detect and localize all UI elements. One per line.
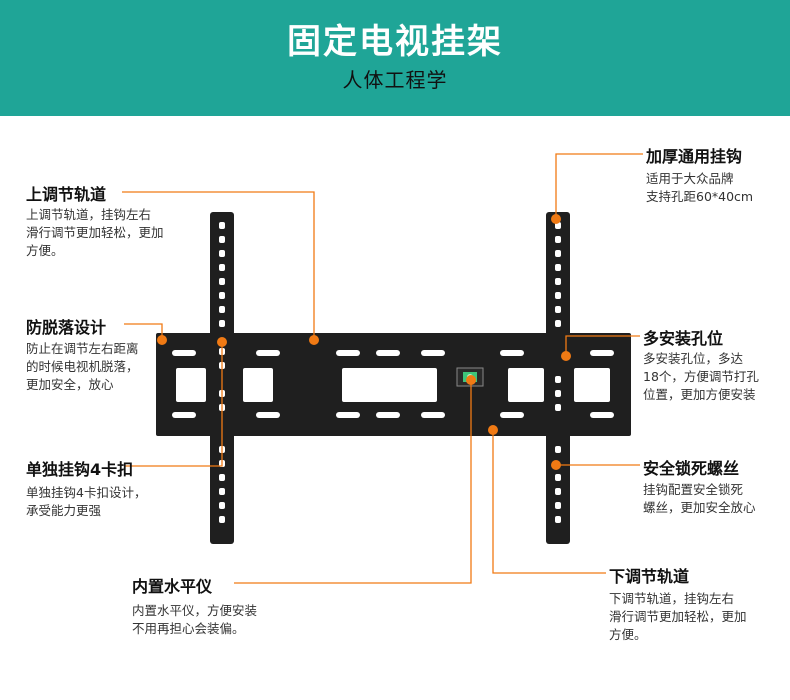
callout-lines [122,153,643,584]
lower-track-title: 下调节轨道 [609,567,690,586]
header-banner: 固定电视挂架 人体工程学 [0,0,790,116]
bracket-plate [156,333,631,436]
dot-lower-track [488,425,498,435]
dot-multi-holes [561,351,571,361]
upper-track-title: 上调节轨道 [26,185,107,204]
level-desc: 内置水平仪，方便安装 不用再担心会装偏。 [132,603,258,636]
dot-single-hook [217,337,227,347]
dot-upper-track [309,335,319,345]
safety-screw-desc: 挂钩配置安全锁死 螺丝，更加安全放心 [643,482,756,515]
thick-hook-title: 加厚通用挂钩 [646,147,743,166]
multi-holes-title: 多安装孔位 [643,329,724,348]
upper-track-desc: 上调节轨道，挂钩左右 滑行调节更加轻松，更加 方便。 [26,207,164,258]
dot-safety-screw [551,460,561,470]
page-subtitle: 人体工程学 [342,68,448,92]
single-hook-title: 单独挂钩4卡扣 [26,460,134,479]
dot-thick-hook [551,214,561,224]
dot-anti-fall [157,335,167,345]
level-title: 内置水平仪 [132,577,213,596]
multi-holes-desc: 多安装孔位，多达 18个，方便调节打孔 位置，更加方便安装 [643,351,759,402]
callout-dots [157,214,571,470]
dot-level [466,375,476,385]
right-hook-arm [546,212,570,544]
single-hook-desc: 单独挂钩4卡扣设计， 承受能力更强 [26,485,147,518]
lower-track-desc: 下调节轨道，挂钩左右 滑行调节更加轻松，更加 方便。 [609,591,747,642]
anti-fall-title: 防脱落设计 [26,318,107,337]
safety-screw-title: 安全锁死螺丝 [643,459,740,478]
anti-fall-desc: 防止在调节左右距离 的时候电视机脱落， 更加安全，放心 [26,341,139,392]
page-title: 固定电视挂架 [287,22,503,62]
thick-hook-desc: 适用于大众品牌 支持孔距60*40cm [646,171,754,204]
